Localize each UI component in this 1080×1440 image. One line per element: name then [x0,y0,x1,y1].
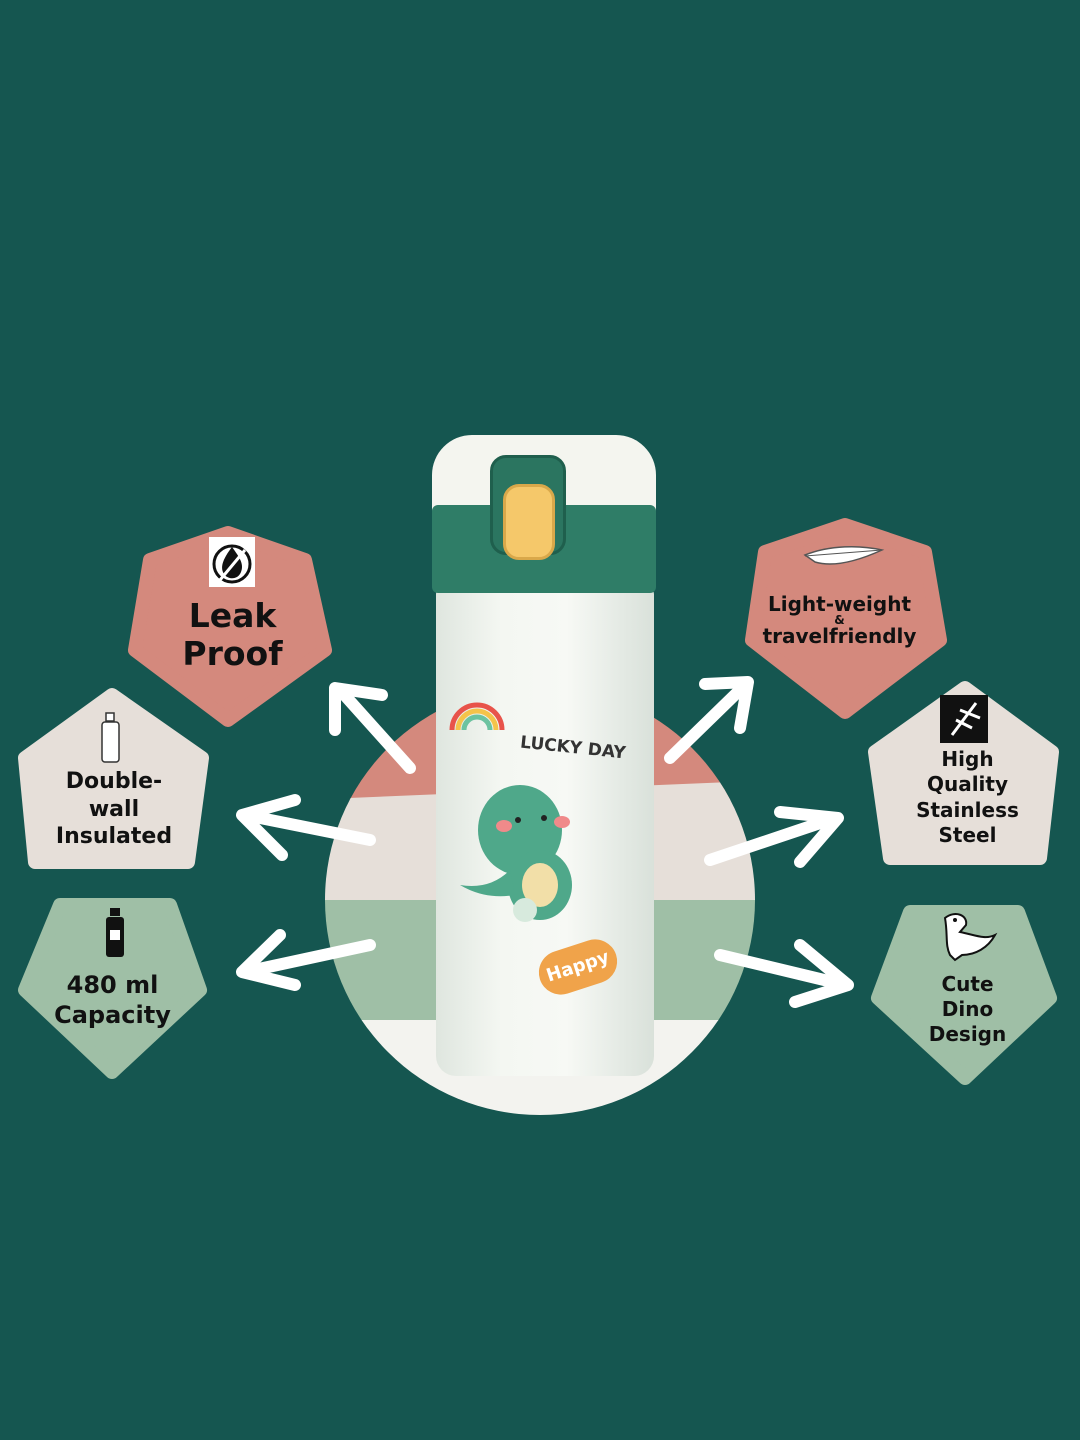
label-line: Light-weight [767,592,912,616]
badge-capacity [18,898,207,1079]
label-line: Insulated [55,824,173,849]
label-line: Steel [938,823,997,848]
small-bottle-icon [106,908,124,957]
label-line: Quality [926,772,1009,797]
dino-sticker-icon [449,702,572,922]
stainless-label: High Quality Stainless Steel [885,747,1050,849]
badge-stainless [868,681,1059,865]
label-line: Stainless [916,797,1019,822]
label-line: Double- [65,769,163,794]
label-line: High [941,747,994,771]
capacity-label: 480 ml Capacity [30,970,195,1030]
arrow-capacity [236,929,376,991]
label-line: Leak [188,596,277,635]
label-line: Capacity [54,1001,171,1029]
badge-dino [871,905,1057,1085]
label-line: Cute [941,972,994,996]
badge-light-weight [745,518,947,719]
label-line: 480 ml [66,971,159,999]
lid-button [503,484,555,560]
arrow-leak-proof [329,682,416,774]
label-line: Dino [941,997,994,1021]
arrow-double-wall [236,794,376,861]
label-line: wall [88,796,140,822]
label-line: & [834,613,845,627]
dino-label: Cute Dino Design [890,972,1045,1047]
leak-proof-label: Leak Proof [150,597,315,673]
arrow-light-weight [664,676,754,764]
arrow-stainless [704,806,844,868]
bottle-icon [101,712,120,763]
label-line: Design [928,1022,1007,1046]
label-line: Proof [182,633,283,673]
light-weight-label: Light-weight & travelfriendly [752,594,927,646]
badge-leak-proof [128,526,332,727]
label-line: travelfriendly [762,624,917,648]
double-wall-label: Double- wall Insulated [40,768,188,851]
arrow-dino [714,939,854,1008]
steel-icon [940,695,988,743]
no-drop-icon [209,537,255,587]
feather-icon [803,545,885,565]
badge-double-wall [18,688,209,869]
dino-icon [943,913,998,962]
